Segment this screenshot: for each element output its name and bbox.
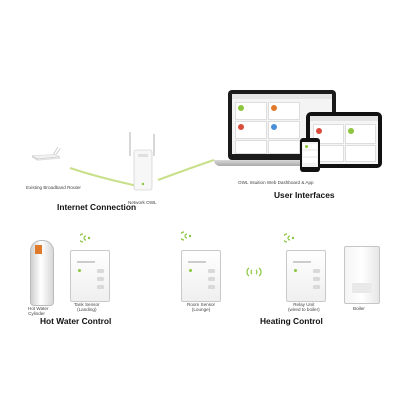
relay-unit-icon <box>286 250 326 302</box>
cylinder-badge <box>35 245 42 254</box>
relay-unit-label: Relay Unit(wired to boiler) <box>288 302 320 313</box>
boiler-label: Boiler <box>353 306 365 311</box>
tank-sensor-label: Tank Sensor(Landing) <box>74 302 100 313</box>
router-icon <box>31 146 61 161</box>
room-sensor-label: Room Sensor(Lounge) <box>187 302 216 313</box>
internet-connection-title: Internet Connection <box>57 202 137 212</box>
tank-sensor-icon <box>70 250 110 302</box>
phone-app-screen <box>302 142 318 167</box>
user-interfaces-title: User Interfaces <box>274 190 335 200</box>
heating-control-title: Heating Control <box>260 316 323 326</box>
phone-icon <box>300 138 320 172</box>
wifi-signal-icon <box>80 233 91 243</box>
boiler-icon <box>344 246 380 304</box>
cylinder-icon <box>30 240 54 306</box>
owl-to-laptop-link <box>157 159 215 181</box>
router-to-owl-link <box>69 167 139 187</box>
room-sensor-icon <box>181 250 221 302</box>
dashboard-label: OWL Intuition Web Dashboard & App <box>238 180 314 185</box>
wifi-signal-icon <box>284 233 295 243</box>
wifi-signal-icon <box>181 231 192 241</box>
network-owl-icon <box>129 132 155 191</box>
tablet-app-screen <box>310 116 378 164</box>
router-label: Existing Broadband Router <box>26 185 81 190</box>
network-owl-label: Network OWL <box>128 200 157 205</box>
laptop-base <box>214 160 352 166</box>
hot-water-control-title: Hot Water Control <box>40 316 112 326</box>
wifi-signal-icon <box>246 267 262 277</box>
